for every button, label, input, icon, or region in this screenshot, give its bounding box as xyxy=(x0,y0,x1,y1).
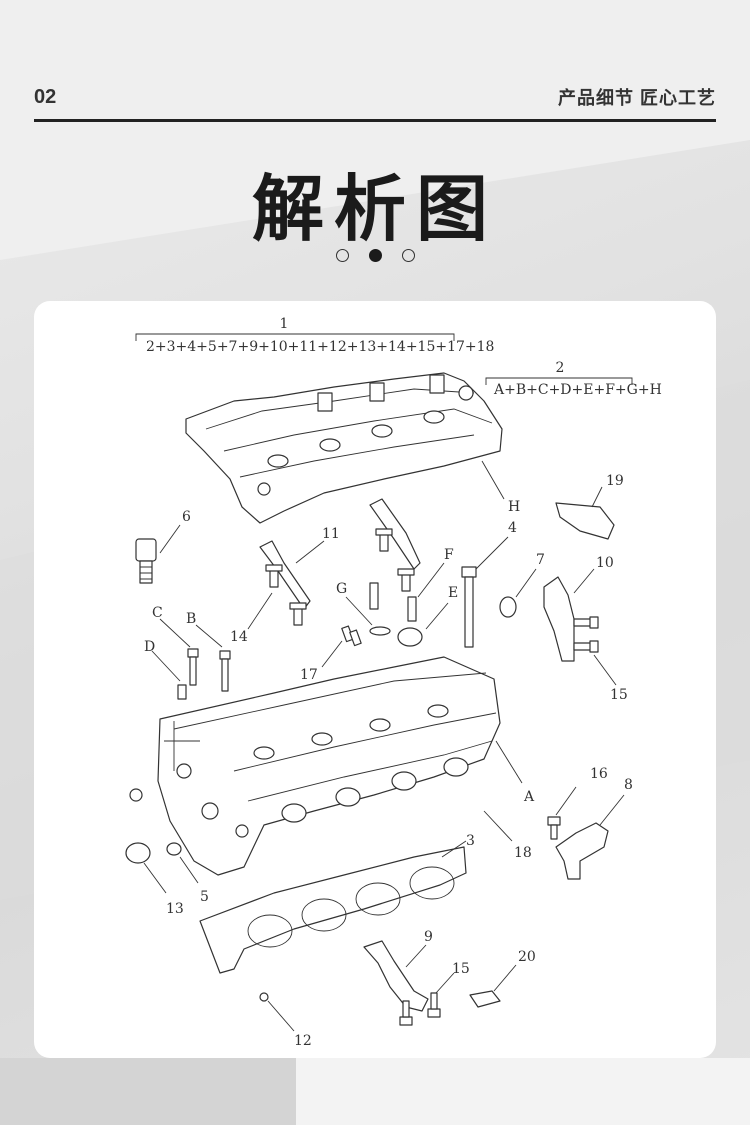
label-B: B xyxy=(186,611,196,627)
label-D: D xyxy=(144,639,155,655)
leader-9 xyxy=(405,944,427,968)
bolt-part-15-upper xyxy=(573,616,599,653)
leader-5 xyxy=(179,856,199,884)
label-F: F xyxy=(444,547,454,563)
carousel-dot-1[interactable] xyxy=(335,249,349,262)
leader-12 xyxy=(267,1000,295,1032)
group-1-number: 1 xyxy=(280,316,289,332)
camshaft-cover-part-H xyxy=(185,372,503,524)
leader-8 xyxy=(599,794,625,826)
label-12: 12 xyxy=(294,1033,312,1049)
label-E: E xyxy=(448,585,458,601)
label-C: C xyxy=(152,605,163,621)
label-20: 20 xyxy=(518,949,536,965)
dowel-part-F xyxy=(407,596,417,622)
page-number: 02 xyxy=(34,86,57,108)
leader-D xyxy=(151,650,181,682)
leader-F xyxy=(417,562,445,598)
carousel-indicator xyxy=(0,249,750,262)
header-divider xyxy=(34,119,716,122)
leader-6 xyxy=(159,524,181,554)
label-9: 9 xyxy=(424,929,433,945)
leader-10 xyxy=(573,568,595,594)
label-10: 10 xyxy=(596,555,614,571)
dowel-part-17 xyxy=(341,625,362,647)
bolt-part-C xyxy=(187,648,199,686)
leader-18 xyxy=(483,810,513,842)
head-bolt-part-4 xyxy=(461,566,477,648)
label-A: A xyxy=(523,789,535,805)
bolt-part-14 xyxy=(265,528,415,626)
carousel-dot-3[interactable] xyxy=(401,249,415,262)
cylinder-head-block xyxy=(157,656,501,876)
leader-14 xyxy=(247,592,273,630)
leader-E xyxy=(425,602,449,630)
label-18: 18 xyxy=(514,845,532,861)
leader-15-upper xyxy=(593,654,617,686)
label-8: 8 xyxy=(624,777,633,793)
seal-part xyxy=(369,626,391,636)
side-plug xyxy=(129,788,143,802)
exploded-view-card: 1 2+3+4+5+7+9+10+11+12+13+14+15+17+18 2 … xyxy=(34,301,716,1058)
dowel-part-D xyxy=(177,684,187,700)
leader-17 xyxy=(321,640,343,668)
leader-20 xyxy=(493,964,517,992)
label-13: 13 xyxy=(166,901,184,917)
clip-part-20 xyxy=(469,990,501,1008)
leader-16 xyxy=(555,786,577,816)
leader-B xyxy=(195,624,223,648)
group-2-bracket xyxy=(485,377,633,385)
label-6: 6 xyxy=(182,509,191,525)
stud-part-B xyxy=(219,650,231,692)
lifting-bracket-part-10 xyxy=(543,576,575,662)
cam-plug-part-13 xyxy=(125,842,151,864)
label-15-lower: 15 xyxy=(452,961,470,977)
dowel-part-G xyxy=(369,582,379,610)
plug-part-5 xyxy=(166,842,182,856)
leader-H xyxy=(481,460,505,500)
camshaft-position-sensor-part-8 xyxy=(555,822,609,880)
leader-7 xyxy=(515,568,537,598)
label-11: 11 xyxy=(322,526,340,542)
group-2-contents: A+B+C+D+E+F+G+H xyxy=(493,382,662,398)
label-5: 5 xyxy=(200,889,209,905)
label-16: 16 xyxy=(590,766,608,782)
leader-13 xyxy=(143,862,167,894)
label-4: 4 xyxy=(508,520,517,536)
leader-C xyxy=(159,618,191,648)
leader-19 xyxy=(591,486,603,508)
bolt-part-15-lower xyxy=(399,992,441,1026)
bracket-part-19 xyxy=(555,502,615,540)
leader-15-lower xyxy=(435,972,455,994)
bracket-part-9 xyxy=(363,940,429,1012)
page-header: 02 产品细节 匠心工艺 xyxy=(34,84,716,122)
leader-3 xyxy=(441,840,467,858)
leader-11 xyxy=(295,540,325,564)
plug-part-7 xyxy=(499,596,517,618)
label-G: G xyxy=(336,581,347,597)
head-gasket-part-3 xyxy=(199,846,467,974)
carousel-dot-2-active[interactable] xyxy=(368,249,382,262)
group-1-contents: 2+3+4+5+7+9+10+11+12+13+14+15+17+18 xyxy=(146,339,494,355)
group-2-number: 2 xyxy=(556,360,565,376)
label-15-upper: 15 xyxy=(610,687,628,703)
group-1-bracket xyxy=(135,333,455,341)
label-7: 7 xyxy=(536,552,545,568)
temperature-sensor-part-6 xyxy=(135,538,157,584)
label-3: 3 xyxy=(466,833,475,849)
plug-part-E xyxy=(397,627,423,647)
bolt-part-16 xyxy=(547,816,561,840)
label-17: 17 xyxy=(300,667,318,683)
cylinder-head-exploded-diagram: 1 2+3+4+5+7+9+10+11+12+13+14+15+17+18 2 … xyxy=(125,316,662,1049)
fastener-part-12 xyxy=(259,992,269,1002)
label-H: H xyxy=(508,499,520,515)
leader-4 xyxy=(475,536,509,570)
header-tagline: 产品细节 匠心工艺 xyxy=(557,88,716,108)
label-19: 19 xyxy=(606,473,624,489)
label-14: 14 xyxy=(230,629,248,645)
leader-A xyxy=(495,740,523,784)
leader-G xyxy=(345,596,373,626)
page-title: 解析图 xyxy=(251,170,498,250)
